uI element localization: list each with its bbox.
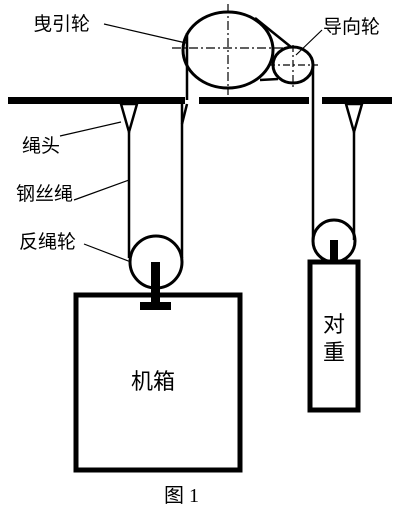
label-rope-head: 绳头	[22, 135, 60, 157]
label-return-sheave: 反绳轮	[19, 231, 76, 253]
floor-segment-left	[8, 97, 185, 104]
rope-head-left	[119, 102, 139, 137]
label-counterweight-2: 重	[323, 341, 345, 366]
wire-ropes	[127, 17, 356, 258]
return-sheave-axle	[151, 262, 160, 307]
label-car: 机箱	[131, 370, 175, 395]
traction-sheave	[172, 4, 285, 95]
rope-traction-to-guide-bottom	[259, 77, 279, 82]
counterweight-box	[307, 259, 361, 413]
leader-wire-rope	[73, 179, 130, 201]
label-counterweight-1: 对	[323, 313, 345, 338]
figure-caption: 图 1	[164, 485, 199, 507]
leader-traction-sheave	[103, 23, 187, 44]
floor-segment-right	[322, 97, 392, 104]
label-traction-sheave: 曳引轮	[33, 13, 90, 35]
rope-traction-to-guide-top	[254, 17, 292, 48]
leader-return-sheave	[83, 243, 132, 263]
return-sheave-mount	[140, 302, 171, 310]
label-wire-rope: 钢丝绳	[16, 183, 73, 205]
floor-segment-middle	[199, 97, 309, 104]
label-guide-sheave: 导向轮	[323, 16, 380, 38]
rope-heads	[119, 102, 364, 137]
machine-room-floor	[8, 97, 392, 104]
leader-rope-head	[59, 121, 122, 137]
car-box	[73, 292, 243, 473]
leader-lines	[59, 23, 323, 263]
counterweight-sheave-axle	[330, 240, 338, 261]
rope-left-under-floor	[180, 103, 189, 125]
counterweight-sheave	[311, 218, 357, 264]
return-sheave	[128, 234, 184, 310]
guide-sheave	[268, 45, 318, 87]
rope-head-right	[344, 102, 364, 137]
leader-guide-sheave	[295, 29, 323, 56]
